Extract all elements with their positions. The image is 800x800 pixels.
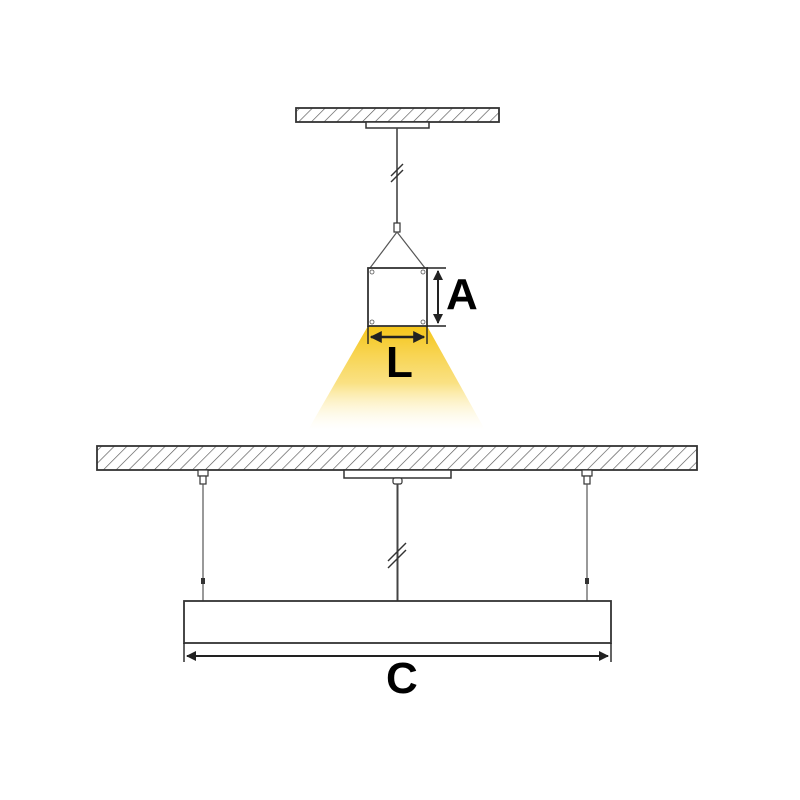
- dimension-l-label: L: [386, 338, 413, 387]
- square-luminaire: [367, 267, 428, 327]
- top-ceiling-slab: [295, 107, 500, 123]
- dimension-c: [183, 643, 612, 662]
- bottom-ceiling-slab: [96, 445, 698, 471]
- top-ceiling-canopy: [365, 121, 430, 129]
- top-y-wires: [369, 231, 426, 269]
- central-power-cable: [387, 477, 407, 601]
- dimension-l: [367, 326, 428, 344]
- bottom-ceiling-canopy: [343, 469, 452, 479]
- luminaire-screws: [369, 269, 426, 325]
- left-suspension-wire: [197, 469, 209, 601]
- right-suspension-wire: [581, 469, 593, 601]
- dimension-c-label: C: [386, 654, 418, 703]
- pendant-fixture: A L: [295, 107, 500, 430]
- dimension-a-label: A: [446, 270, 478, 319]
- linear-fixture: C: [96, 445, 698, 703]
- linear-luminaire: [183, 600, 612, 644]
- top-cable-break-mark: [390, 163, 404, 183]
- light-beam: [308, 326, 485, 430]
- dimension-a: [427, 267, 446, 327]
- top-cable-gripper: [393, 222, 401, 233]
